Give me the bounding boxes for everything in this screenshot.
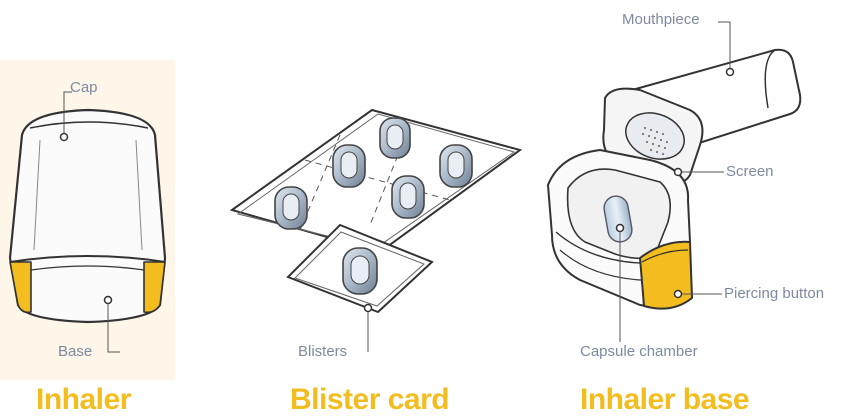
inhaler-leaders <box>59 91 120 353</box>
title-blister-card: Blister card <box>290 383 450 416</box>
blister-leader <box>363 303 373 352</box>
label-piercing-button: Piercing button <box>724 285 825 302</box>
blister-3 <box>379 117 411 159</box>
label-screen: Screen <box>726 163 774 180</box>
label-capsule-chamber: Capsule chamber <box>580 343 698 360</box>
title-inhaler-base: Inhaler base <box>580 383 750 416</box>
blister-5 <box>391 175 425 219</box>
blister-6 <box>342 247 378 295</box>
blister-card <box>229 108 523 314</box>
blister-2 <box>332 144 366 188</box>
label-base: Base <box>58 343 93 360</box>
inhaler-device <box>8 108 167 324</box>
blister-1 <box>274 186 308 230</box>
label-cap: Cap <box>70 79 98 96</box>
label-mouthpiece: Mouthpiece <box>622 11 700 28</box>
label-blisters: Blisters <box>298 343 348 360</box>
title-inhaler: Inhaler <box>36 383 131 416</box>
blister-4 <box>439 144 473 188</box>
inhaler-base-leaders <box>615 21 735 342</box>
